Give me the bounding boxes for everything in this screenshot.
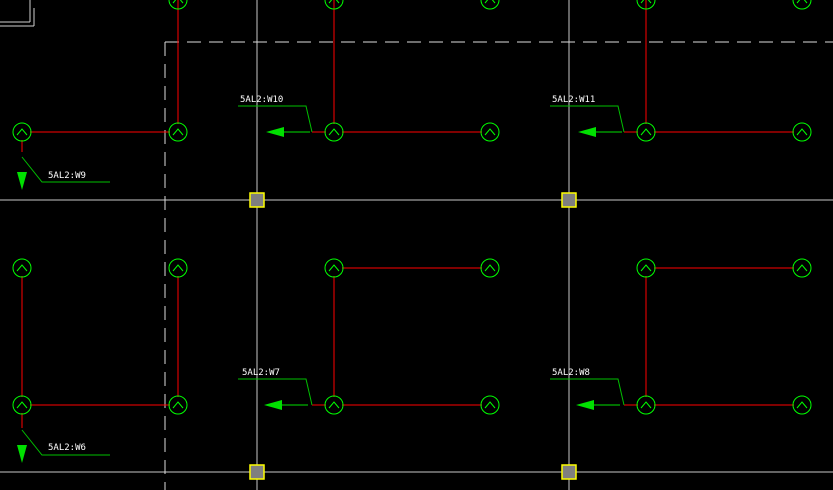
light-fixture-icon[interactable] [792,395,812,415]
homerun-arrow-icon[interactable] [576,400,594,410]
light-fixture-icon[interactable] [480,258,500,278]
circuit-label-w10[interactable]: 5AL2:W10 [240,95,283,105]
light-fixture-icon[interactable] [636,122,656,142]
ucs-corner-icon [0,0,35,27]
light-fixture-icon[interactable] [168,0,188,10]
light-fixture-icon[interactable] [792,0,812,10]
junction-box-icon[interactable] [249,192,265,208]
homerun-arrow-icon[interactable] [266,127,284,137]
circuit-label-w9[interactable]: 5AL2:W9 [48,171,86,181]
light-fixtures [12,0,812,415]
junction-box-icon[interactable] [561,464,577,480]
light-fixture-icon[interactable] [636,0,656,10]
light-fixture-icon[interactable] [12,395,32,415]
light-fixture-icon[interactable] [168,395,188,415]
light-fixture-icon[interactable] [12,258,32,278]
junction-box-icon[interactable] [249,464,265,480]
light-fixture-icon[interactable] [636,395,656,415]
homerun-arrow-icon[interactable] [17,172,27,190]
circuit-label-w8[interactable]: 5AL2:W8 [552,368,590,378]
light-fixture-icon[interactable] [792,258,812,278]
light-fixture-icon[interactable] [480,0,500,10]
circuit-label-w7[interactable]: 5AL2:W7 [242,368,280,378]
junction-boxes [249,192,577,480]
junction-box-icon[interactable] [561,192,577,208]
homerun-arrows [17,127,622,463]
light-fixture-icon[interactable] [324,395,344,415]
light-fixture-icon[interactable] [12,122,32,142]
circuit-label-w6[interactable]: 5AL2:W6 [48,443,86,453]
circuit-label-w11[interactable]: 5AL2:W11 [552,95,595,105]
dashed-boundary [164,41,833,490]
label-leaders [21,105,625,456]
light-fixture-icon[interactable] [480,395,500,415]
light-fixture-icon[interactable] [324,258,344,278]
wiring [21,0,794,428]
light-fixture-icon[interactable] [168,258,188,278]
homerun-arrow-icon[interactable] [578,127,596,137]
circuit-labels: 5AL2:W10 5AL2:W11 5AL2:W9 5AL2:W7 5AL2:W… [48,95,595,453]
light-fixture-icon[interactable] [324,122,344,142]
homerun-arrow-icon[interactable] [17,445,27,463]
light-fixture-icon[interactable] [636,258,656,278]
light-fixture-icon[interactable] [480,122,500,142]
homerun-arrow-icon[interactable] [264,400,282,410]
light-fixture-icon[interactable] [792,122,812,142]
light-fixture-icon[interactable] [168,122,188,142]
light-fixture-icon[interactable] [324,0,344,10]
